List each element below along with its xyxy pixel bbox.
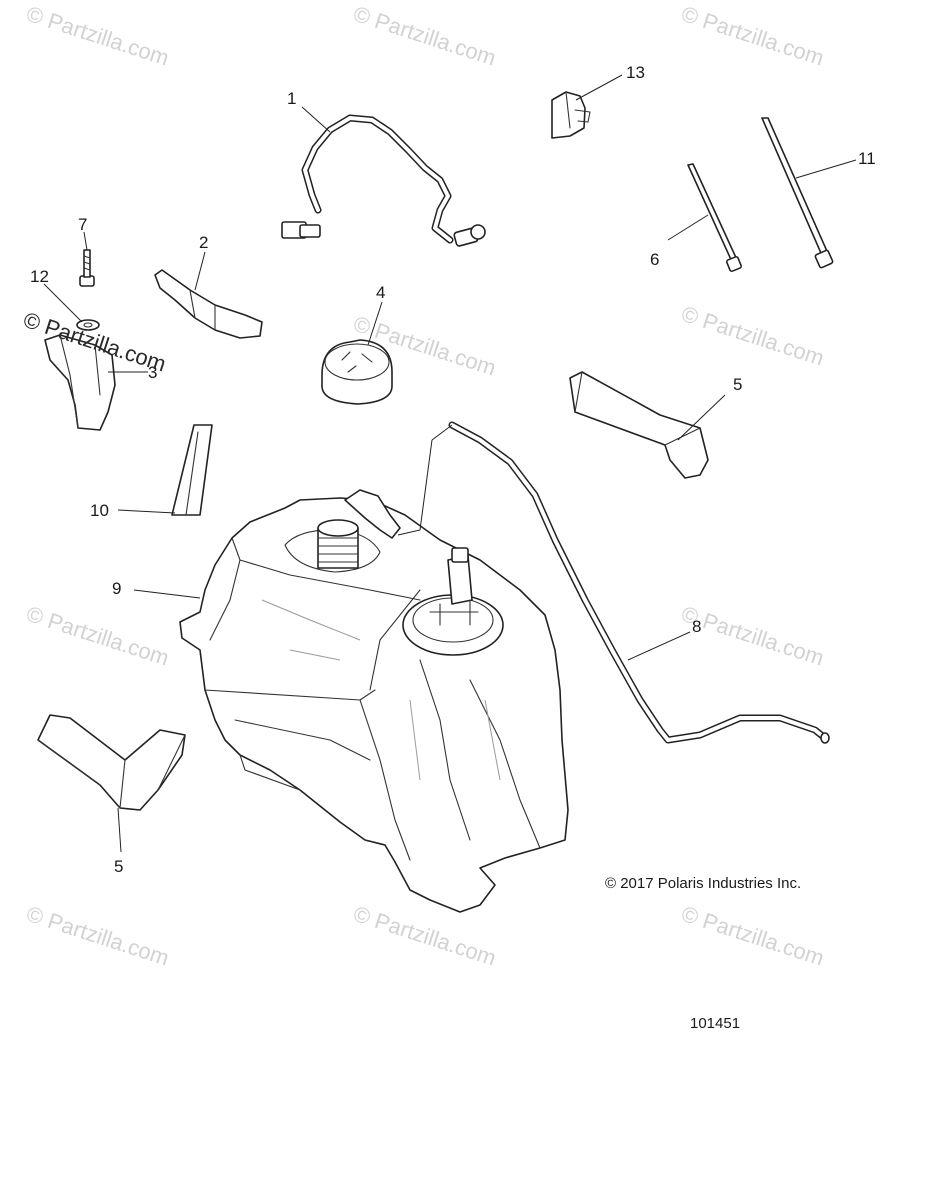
leader-1 (301, 106, 331, 133)
part-12-washer (76, 319, 100, 331)
leader-tank-hose (397, 439, 433, 536)
callout-11[interactable]: 11 (858, 149, 876, 168)
leader-12 (43, 283, 83, 323)
watermark: © Partzilla.com (678, 901, 827, 971)
part-13-clip (551, 91, 591, 139)
callout-3[interactable]: 3 (148, 363, 157, 382)
leader-5a (677, 394, 726, 441)
leader-5b (117, 807, 122, 853)
leader-2 (194, 251, 206, 291)
part-5-upper-foam-pad (569, 371, 709, 479)
leader-9 (133, 589, 201, 599)
part-2-bracket (154, 269, 263, 339)
leader-4 (367, 301, 383, 346)
leader-6 (667, 214, 709, 241)
watermark: © Partzilla.com (350, 1, 499, 71)
watermark: © Partzilla.com (678, 1, 827, 71)
leader-10 (117, 509, 176, 514)
callout-2[interactable]: 2 (199, 233, 208, 252)
part-1-vent-hose (281, 114, 486, 247)
callout-1[interactable]: 1 (287, 89, 296, 108)
part-6-short-rod (687, 163, 743, 273)
part-11-long-rod (761, 117, 834, 269)
callout-5-lower[interactable]: 5 (114, 857, 123, 876)
watermark: © Partzilla.com (23, 1, 172, 71)
leader-13 (575, 74, 623, 101)
leader-7 (83, 231, 88, 251)
watermark: © Partzilla.com (678, 301, 827, 371)
part-8-fuel-line (448, 421, 830, 744)
callout-4[interactable]: 4 (376, 283, 385, 302)
part-10-small-pad (171, 424, 213, 516)
part-4-fuel-cap (321, 339, 393, 405)
leader-lines (43, 74, 857, 853)
leader-8 (627, 631, 691, 661)
callout-5-upper[interactable]: 5 (733, 375, 742, 394)
part-9-fuel-tank (179, 489, 569, 913)
callout-12[interactable]: 12 (30, 267, 49, 286)
part-3-mount-bracket (44, 334, 116, 431)
diagram-id: 101451 (690, 1015, 741, 1032)
callout-7[interactable]: 7 (78, 215, 87, 234)
watermark: © Partzilla.com (350, 901, 499, 971)
callout-6[interactable]: 6 (650, 250, 659, 269)
part-7-bolt (79, 249, 95, 287)
part-5-lower-foam-pad (37, 714, 186, 811)
callout-13[interactable]: 13 (626, 63, 645, 82)
copyright-notice: © 2017 Polaris Industries Inc. (605, 875, 802, 892)
watermark: © Partzilla.com (23, 601, 172, 671)
callout-8[interactable]: 8 (692, 617, 701, 636)
callout-9[interactable]: 9 (112, 579, 121, 598)
leader-11 (795, 159, 857, 179)
watermark: © Partzilla.com (23, 901, 172, 971)
callout-labels: 1 2 3 4 5 5 6 7 8 9 10 11 12 13 (30, 63, 876, 876)
leader-tank-hose-top (431, 424, 453, 441)
callout-10[interactable]: 10 (90, 501, 109, 520)
